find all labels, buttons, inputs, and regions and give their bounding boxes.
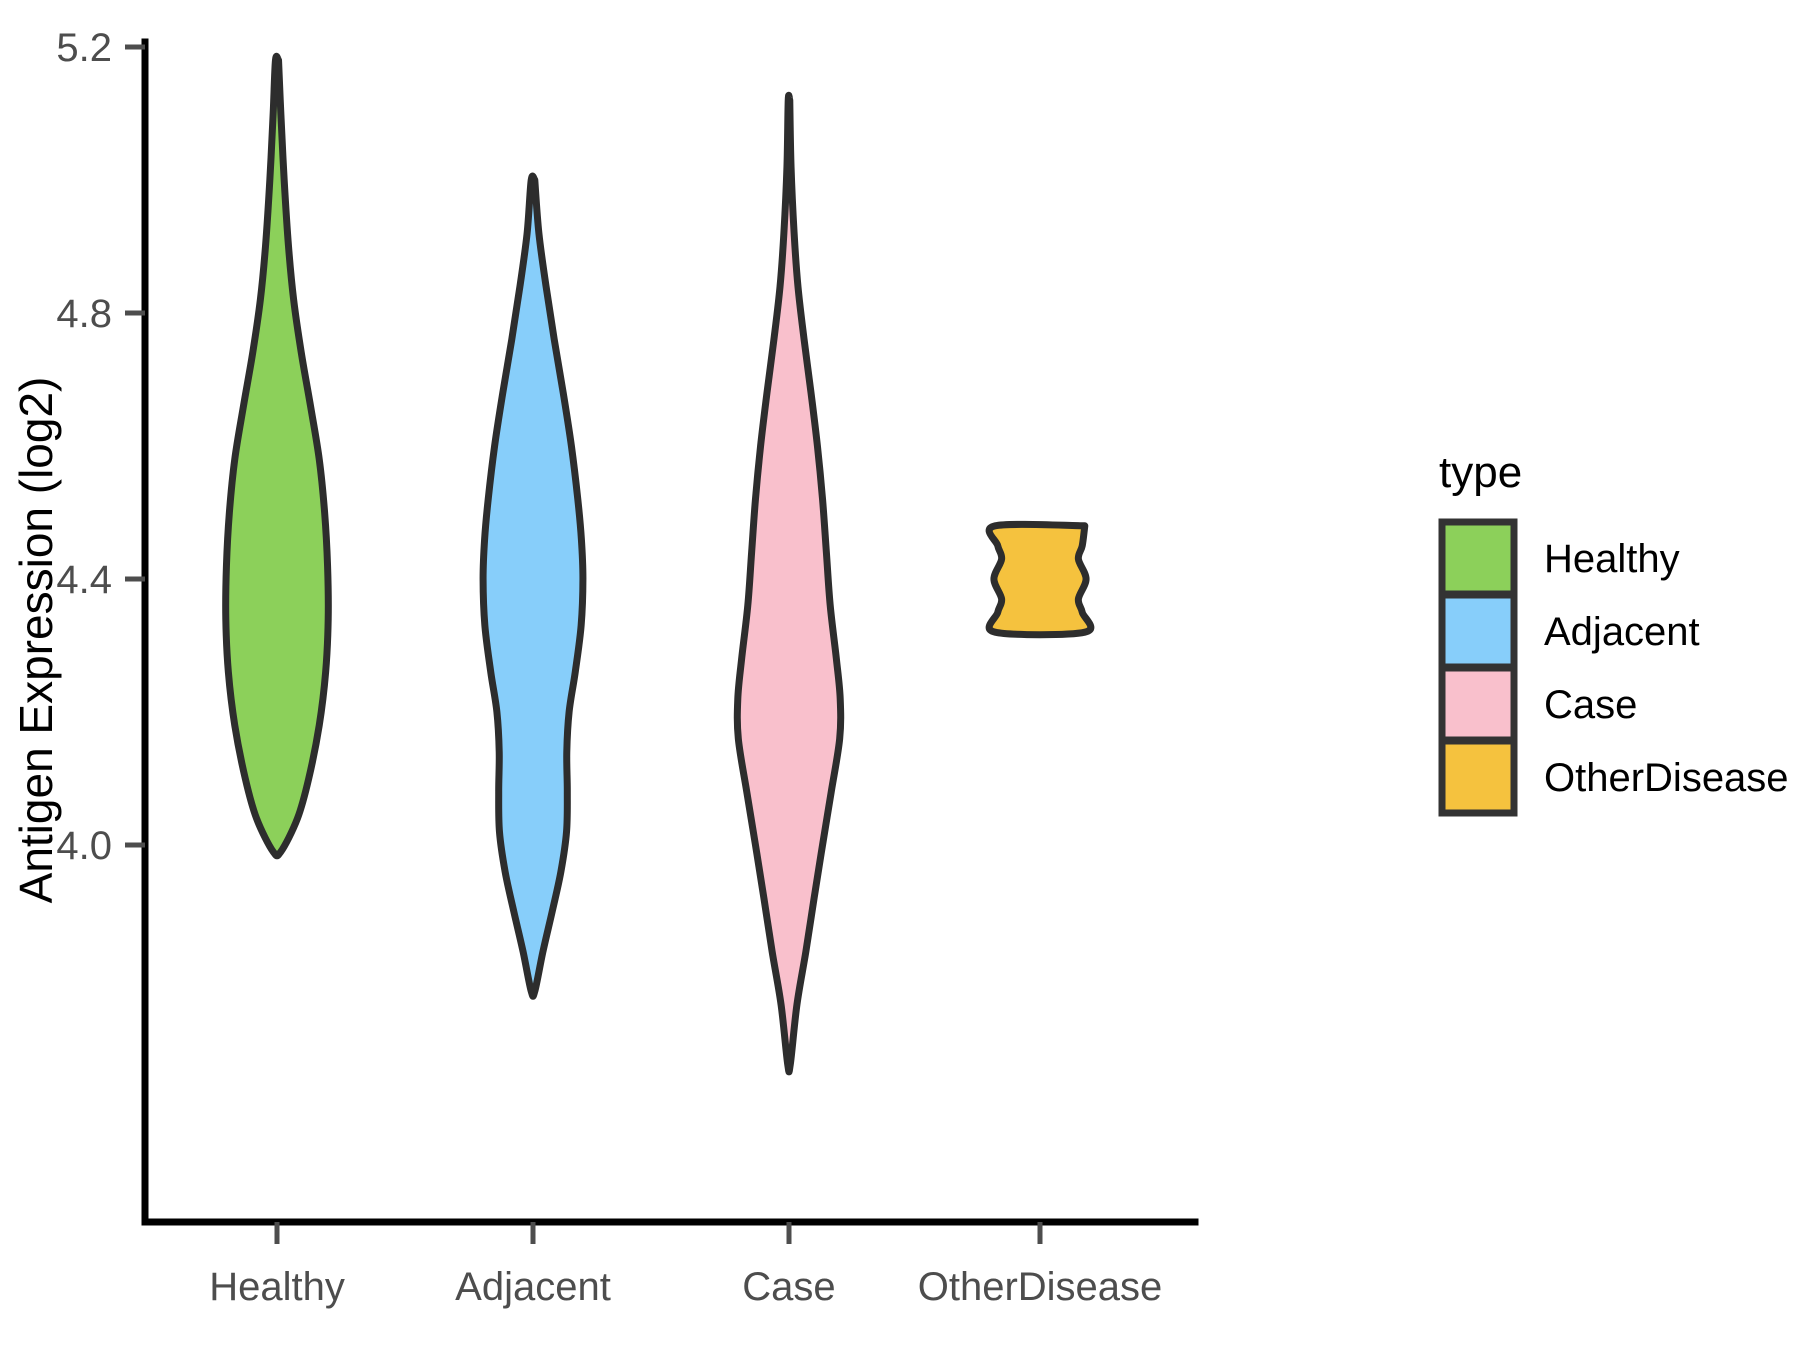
legend-swatch-case bbox=[1438, 664, 1518, 744]
y-tick-label: 4.0 bbox=[56, 824, 112, 868]
legend-entry-adjacent[interactable]: Adjacent bbox=[1438, 591, 1700, 671]
legend-title: type bbox=[1439, 448, 1522, 497]
violin-otherdisease bbox=[985, 520, 1095, 639]
legend-label-case: Case bbox=[1544, 683, 1637, 727]
legend-entry-healthy[interactable]: Healthy bbox=[1438, 518, 1680, 598]
legend-entry-otherdisease[interactable]: OtherDisease bbox=[1438, 737, 1789, 817]
y-tick-label: 5.2 bbox=[56, 26, 112, 70]
x-tick-label-healthy: Healthy bbox=[209, 1265, 345, 1309]
legend-label-healthy: Healthy bbox=[1544, 537, 1680, 581]
violin-case bbox=[733, 91, 845, 1076]
violin-healthy bbox=[222, 52, 332, 860]
legend-label-otherdisease: OtherDisease bbox=[1544, 756, 1789, 800]
legend-label-adjacent: Adjacent bbox=[1544, 610, 1700, 654]
x-tick-label-case: Case bbox=[742, 1265, 835, 1309]
y-axis-title: Antigen Expression (log2) bbox=[10, 377, 62, 904]
x-tick-label-otherdisease: OtherDisease bbox=[918, 1265, 1163, 1309]
legend-swatch-otherdisease bbox=[1438, 737, 1518, 817]
violin-series-layer bbox=[222, 52, 1095, 1076]
y-tick-label: 4.4 bbox=[56, 558, 112, 602]
y-tick-label: 4.8 bbox=[56, 292, 112, 336]
x-tick-label-adjacent: Adjacent bbox=[455, 1265, 611, 1309]
x-axis: Healthy Adjacent Case OtherDisease bbox=[141, 1218, 1199, 1309]
legend-swatch-healthy bbox=[1438, 518, 1518, 598]
legend-swatch-adjacent bbox=[1438, 591, 1518, 671]
violin-adjacent bbox=[479, 172, 587, 1000]
y-axis: 4.0 4.4 4.8 5.2 bbox=[56, 26, 149, 1226]
